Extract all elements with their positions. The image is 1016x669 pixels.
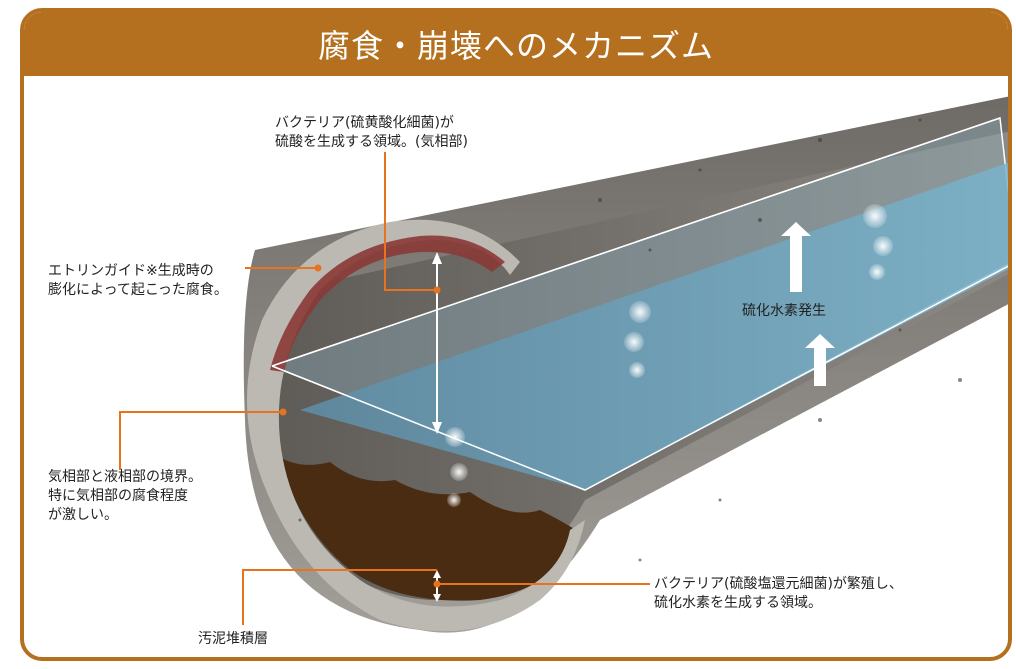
label-gas-liquid-boundary: 気相部と液相部の境界。 特に気相部の腐食程度 が激しい。 xyxy=(48,469,202,523)
boundary-edge-line xyxy=(584,261,1008,491)
title-bar: 腐食・崩壊へのメカニズム xyxy=(24,12,1008,76)
leader-lines xyxy=(119,152,650,625)
label-sludge-layer: 汚泥堆積層 xyxy=(198,631,268,647)
arrow-head-up xyxy=(432,252,442,264)
arrow-head-down xyxy=(432,422,442,434)
page-title: 腐食・崩壊へのメカニズム xyxy=(317,27,714,65)
label-h2s-generation: 硫化水素発生 xyxy=(742,303,826,319)
concrete-speckles xyxy=(298,118,962,562)
water-surface xyxy=(300,160,1008,490)
corrosion-band xyxy=(270,235,505,372)
top-edge-line xyxy=(271,117,1001,367)
label-ettringite-corrosion: エトリンガイド※生成時の 膨化によって起こった腐食。 xyxy=(48,263,228,298)
sludge-layer xyxy=(278,456,576,601)
h2s-arrow-upper xyxy=(781,222,811,292)
label-gas-phase-bacteria: バクテリア(硫黄酸化細菌)が 硫酸を生成する領域。(気相部) xyxy=(275,115,468,150)
gas-liquid-boundary-line xyxy=(271,365,586,491)
label-liquid-phase-bacteria: バクテリア(硫酸塩還元細菌)が繁殖し、 硫化水素を生成する領域。 xyxy=(654,576,903,611)
h2s-bubbles xyxy=(445,204,893,507)
h2s-arrow-lower xyxy=(805,334,835,386)
